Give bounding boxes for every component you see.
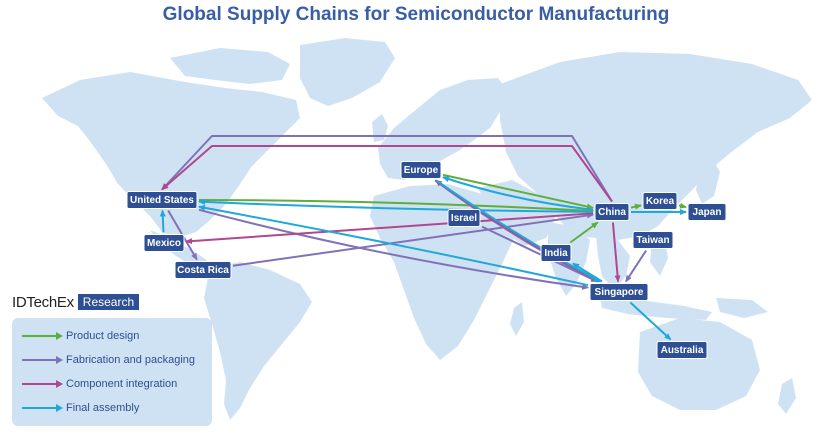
flow-arrow-product-design-india-to-china xyxy=(569,221,599,244)
flow-arrow-product-design-china-to-korea xyxy=(630,203,642,210)
flow-arrow-fabrication-us-to-singapore xyxy=(198,208,589,290)
landmass-australia xyxy=(638,318,760,410)
flow-arrow-fabrication-taiwan-to-singapore xyxy=(625,249,647,283)
flow-arrow-final-assembly-china-to-us xyxy=(198,198,594,213)
location-box xyxy=(632,231,674,249)
landmasses xyxy=(42,38,812,420)
flow-arrow-product-design-korea-to-japan xyxy=(678,202,687,209)
flow-arrow-final-assembly-china-to-europe xyxy=(442,176,594,211)
landmass-africa xyxy=(370,184,514,360)
legend-item-product-design: Product design xyxy=(20,328,139,344)
legend-arrow-icon xyxy=(22,332,63,340)
location-box xyxy=(589,283,649,301)
location-box xyxy=(687,203,727,221)
landmass-indonesia xyxy=(600,298,712,320)
location-box xyxy=(143,234,185,252)
location-node-china: China xyxy=(594,203,630,221)
location-label: Europe xyxy=(404,165,439,176)
location-node-europe: Europe xyxy=(400,161,442,179)
location-label: Israel xyxy=(451,213,477,224)
location-label: Mexico xyxy=(147,238,181,249)
landmass-arctic-islands xyxy=(170,48,290,84)
legend: Product design Fabrication and packaging… xyxy=(12,318,212,426)
location-box xyxy=(447,209,481,227)
flow-arrow-component-china-to-mexico xyxy=(185,212,594,245)
legend-label: Component integration xyxy=(66,378,178,390)
legend-label: Final assembly xyxy=(66,402,140,414)
location-label: India xyxy=(544,248,568,259)
legend-item-final-assembly: Final assembly xyxy=(20,400,139,416)
flow-arrow-final-assembly-europe-to-singapore xyxy=(435,179,601,283)
landmass-asia xyxy=(500,52,812,240)
location-node-us: United States xyxy=(126,191,198,209)
location-box xyxy=(126,191,198,209)
location-box xyxy=(642,192,678,210)
location-label: United States xyxy=(130,195,194,206)
location-label: Australia xyxy=(661,345,704,356)
legend-item-component-integration: Component integration xyxy=(20,376,177,392)
location-node-israel: Israel xyxy=(447,209,481,227)
flow-arrow-final-assembly-singapore-to-australia xyxy=(629,301,672,341)
flow-arrow-product-design-europe-to-china xyxy=(442,173,594,210)
location-node-mexico: Mexico xyxy=(143,234,185,252)
flow-arrow-fabrication-china-to-us xyxy=(161,135,613,203)
location-node-korea: Korea xyxy=(642,192,678,210)
location-label: China xyxy=(598,207,626,218)
location-node-singapore: Singapore xyxy=(589,283,649,301)
landmass-se-asia xyxy=(596,236,630,290)
landmass-middle-east xyxy=(478,180,556,246)
landmass-south-america xyxy=(204,262,312,420)
landmass-madagascar xyxy=(510,302,524,336)
location-box xyxy=(400,161,442,179)
location-box xyxy=(174,261,232,279)
location-box xyxy=(540,244,572,262)
map-title: Global Supply Chains for Semiconductor M… xyxy=(162,4,670,25)
location-node-india: India xyxy=(540,244,572,262)
location-node-costa: Costa Rica xyxy=(174,261,232,279)
landmass-japan xyxy=(696,158,720,204)
landmass-british-isles xyxy=(372,114,388,142)
location-label: Japan xyxy=(693,207,722,218)
flow-arrow-final-assembly-mexico-to-us xyxy=(159,209,166,233)
location-box xyxy=(656,341,708,359)
legend-arrow-icon xyxy=(22,356,63,364)
brand-tag: Research xyxy=(77,294,140,310)
location-box xyxy=(594,203,630,221)
flow-arrow-fabrication-costa-to-china xyxy=(232,212,594,267)
location-node-australia: Australia xyxy=(656,341,708,359)
brand-name: IDTechEx xyxy=(12,293,74,311)
flow-arrow-product-design-us-to-china xyxy=(198,199,594,214)
landmass-north-america xyxy=(42,72,300,238)
legend-arrow-icon xyxy=(22,404,63,412)
location-label: Costa Rica xyxy=(177,265,229,276)
legend-arrow-icon xyxy=(22,380,63,388)
landmass-new-zealand xyxy=(778,378,796,414)
legend-label: Fabrication and packaging xyxy=(66,354,196,366)
flow-arrow-final-assembly-singapore-to-us xyxy=(198,204,589,287)
location-label: Taiwan xyxy=(636,235,669,246)
location-node-taiwan: Taiwan xyxy=(632,231,674,249)
location-label: Korea xyxy=(646,196,675,207)
flow-arrow-component-china-to-us xyxy=(161,145,613,203)
legend-label: Product design xyxy=(66,330,140,342)
location-node-japan: Japan xyxy=(687,203,727,221)
landmass-greenland xyxy=(300,38,395,106)
flow-arrow-component-china-to-singapore xyxy=(611,222,621,283)
landmass-new-guinea xyxy=(716,298,768,318)
landmass-europe xyxy=(378,78,508,180)
brand-logo: IDTechEx Research xyxy=(12,293,140,311)
legend-item-fabrication: Fabrication and packaging xyxy=(20,352,195,368)
location-label: Singapore xyxy=(595,287,644,298)
